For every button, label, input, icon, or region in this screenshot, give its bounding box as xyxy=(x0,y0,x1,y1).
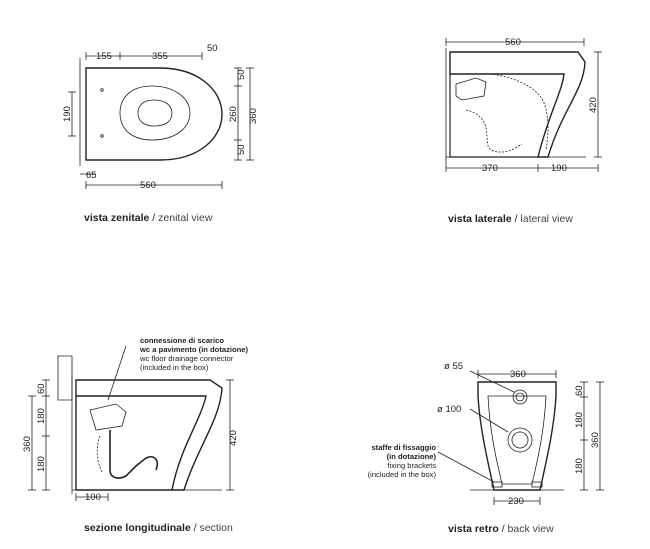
section-note: connessione di scarico wc a pavimento (i… xyxy=(140,336,248,372)
back-note-line3: fixing brackets xyxy=(387,461,436,470)
caption-section-view: sezione longitudinale / section xyxy=(84,522,233,534)
dim-top-560: 560 xyxy=(140,180,156,191)
caption-top-view: vista zenitale / zenital view xyxy=(84,212,212,224)
lat-base-outline xyxy=(449,74,538,158)
sec-trap xyxy=(109,430,159,479)
dim-sec-420: 420 xyxy=(228,430,239,446)
dim-back-180-a: 180 xyxy=(574,412,585,428)
dim-top-50-b: 50 xyxy=(236,144,247,155)
dim-top-260: 260 xyxy=(228,106,239,122)
lat-inner-path xyxy=(489,73,549,151)
dim-top-65: 65 xyxy=(86,170,97,181)
dim-top-50-a: 50 xyxy=(236,69,247,80)
back-hole-100 xyxy=(507,427,533,453)
back-outline xyxy=(477,381,557,491)
dim-lat-370: 370 xyxy=(482,163,498,174)
dim-sec-360: 360 xyxy=(22,436,33,452)
sec-inner-path xyxy=(96,435,103,473)
back-bracket-right xyxy=(531,481,543,488)
sec-base-outline xyxy=(75,396,172,491)
dim-back-60: 60 xyxy=(574,385,585,396)
top-bowl-outline xyxy=(85,67,223,161)
dim-back-360: 360 xyxy=(510,369,526,380)
lat-bowl-outline xyxy=(449,51,586,158)
dim-lat-420: 420 xyxy=(588,97,599,113)
top-fix-hole xyxy=(100,134,104,138)
top-fix-hole xyxy=(100,88,104,92)
dim-back-360-h: 360 xyxy=(590,432,601,448)
caption-section-view-it: sezione longitudinale xyxy=(84,522,191,534)
dim-lat-190: 190 xyxy=(551,163,567,174)
back-note-line4: (included in the box) xyxy=(367,470,436,479)
caption-back-view-it: vista retro xyxy=(448,523,499,535)
dim-top-50: 50 xyxy=(207,43,218,54)
lat-drain-path xyxy=(465,109,523,153)
caption-sep: / xyxy=(511,213,521,225)
dim-back-phi100: ø 100 xyxy=(437,404,461,415)
back-inner-outline xyxy=(487,395,547,485)
caption-top-view-it: vista zenitale xyxy=(84,212,150,224)
section-note-line3: wc floor drainage connector xyxy=(140,354,234,363)
dim-back-180-b: 180 xyxy=(574,458,585,474)
sec-supply-pipe xyxy=(57,355,73,401)
dim-lat-560: 560 xyxy=(505,37,521,48)
dim-top-155: 155 xyxy=(96,51,112,62)
dim-back-230: 230 xyxy=(508,496,524,507)
caption-section-view-en: section xyxy=(199,522,233,534)
section-note-line1: connessione di scarico xyxy=(140,336,224,345)
caption-sep: / xyxy=(149,212,159,224)
section-note-line4: (included in the box) xyxy=(140,363,209,372)
caption-back-view-en: back view xyxy=(507,523,554,535)
dim-sec-180-b: 180 xyxy=(36,456,47,472)
dim-sec-180-a: 180 xyxy=(36,408,47,424)
back-note: staffe di fissaggio (in dotazione) fixin… xyxy=(340,443,436,479)
sec-connector xyxy=(89,403,127,431)
caption-sep: / xyxy=(190,522,200,534)
caption-lateral-view-en: lateral view xyxy=(520,213,573,225)
top-bowl-rim xyxy=(119,85,191,141)
lat-connector xyxy=(455,77,487,101)
back-note-line2: (in dotazione) xyxy=(386,452,436,461)
back-hole-55 xyxy=(512,389,528,405)
dim-sec-60: 60 xyxy=(36,383,47,394)
section-note-line2: wc a pavimento (in dotazione) xyxy=(140,345,249,354)
sec-leader xyxy=(107,345,127,401)
dim-top-190: 190 xyxy=(62,106,73,122)
top-bowl-inner xyxy=(137,99,173,127)
sec-bowl-outline xyxy=(75,379,223,491)
back-bracket-left xyxy=(491,481,503,488)
dim-sec-100: 100 xyxy=(85,492,101,503)
caption-back-view: vista retro / back view xyxy=(448,523,554,535)
dim-top-355: 355 xyxy=(152,51,168,62)
caption-sep: / xyxy=(498,523,508,535)
caption-top-view-en: zenital view xyxy=(158,212,213,224)
caption-lateral-view-it: vista laterale xyxy=(448,213,512,225)
dim-top-360: 360 xyxy=(248,108,259,124)
back-note-line1: staffe di fissaggio xyxy=(371,443,436,452)
dim-back-phi55: ø 55 xyxy=(444,361,463,372)
caption-lateral-view: vista laterale / lateral view xyxy=(448,213,573,225)
